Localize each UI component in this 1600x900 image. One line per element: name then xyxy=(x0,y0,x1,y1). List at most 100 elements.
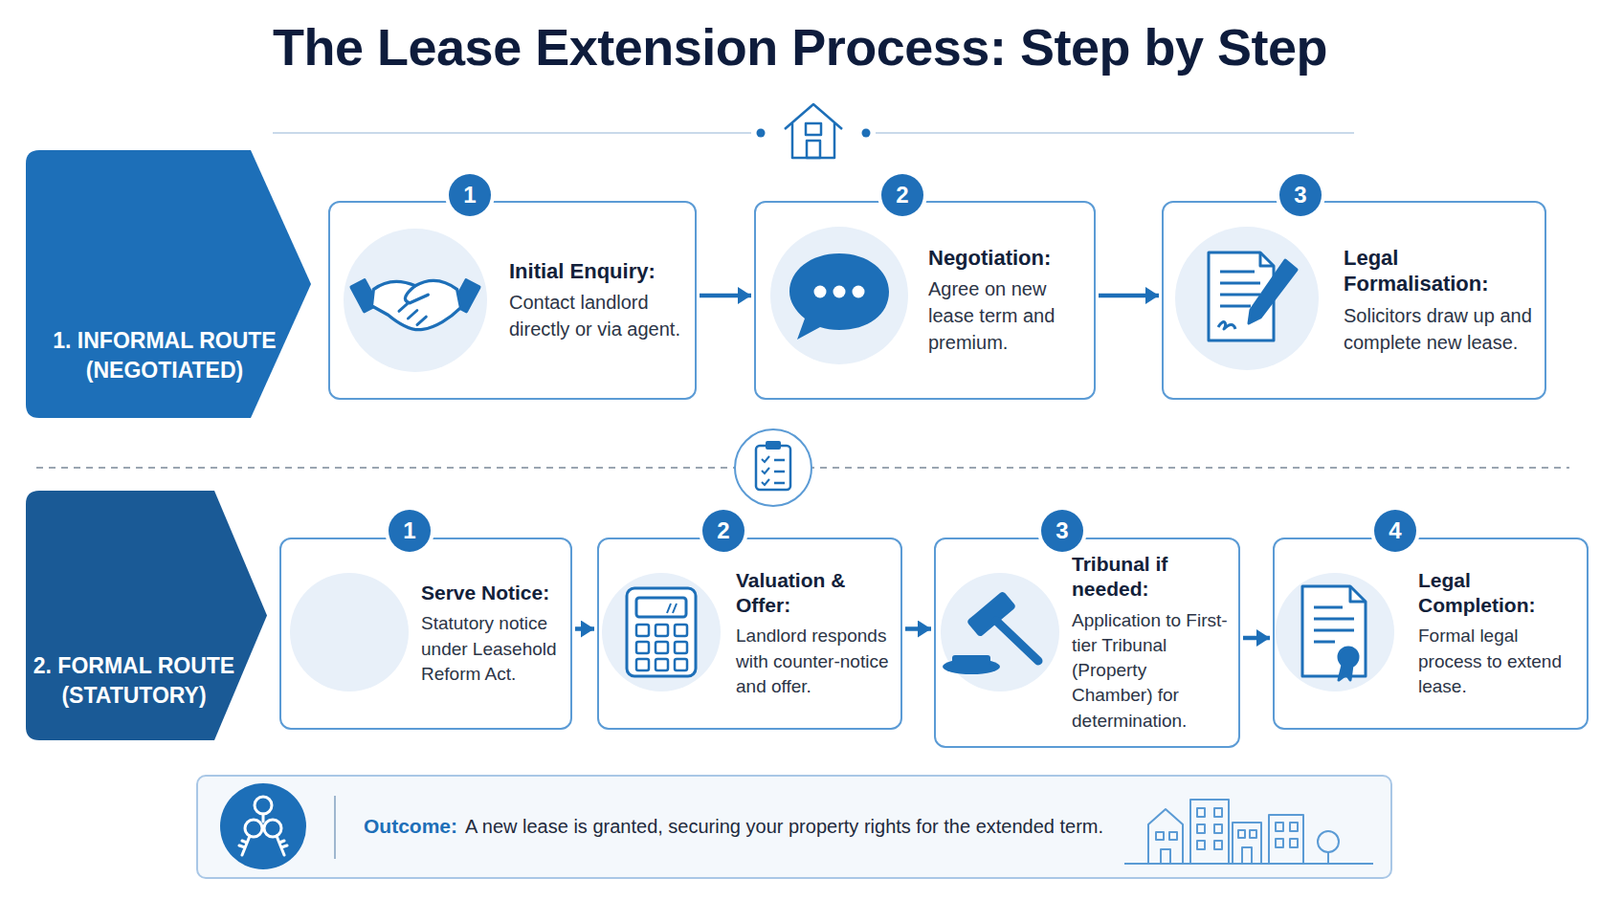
document-pen-icon-part xyxy=(1220,271,1261,307)
route-title: 2. FORMAL ROUTE (STATUTORY) xyxy=(31,651,237,712)
step-box: Valuation & Offer:Landlord responds with… xyxy=(597,537,903,731)
speech-bubble-icon xyxy=(789,253,889,340)
flow-arrow xyxy=(1243,636,1270,642)
flow-arrow xyxy=(699,293,752,299)
calculator-icon-part-part xyxy=(674,642,688,654)
calculator-icon-part xyxy=(666,603,677,614)
document-pen-icon xyxy=(1208,252,1297,341)
town-illustration-part xyxy=(1190,800,1229,865)
keys-icon-part xyxy=(264,820,282,838)
step-number: 1 xyxy=(448,174,491,217)
calculator-icon-part-part xyxy=(655,642,668,654)
outcome-text-wrap: Outcome:A new lease is granted, securing… xyxy=(363,777,1130,878)
speech-bubble-icon-part xyxy=(789,253,889,340)
town-illustration-part xyxy=(1249,830,1257,839)
route-divider-part xyxy=(774,460,785,484)
route-band: 2. FORMAL ROUTE (STATUTORY) xyxy=(25,490,267,741)
outcome-heading: Outcome: xyxy=(363,815,458,838)
route-divider-part xyxy=(734,429,812,507)
calculator-icon-part-part xyxy=(674,624,688,637)
calculator-icon-part xyxy=(626,588,696,677)
calculator-icon-part-part xyxy=(655,659,668,671)
icon-circles xyxy=(289,226,1395,692)
title-rule-part xyxy=(875,132,1355,134)
calculator-icon-part-part xyxy=(636,659,649,671)
route-divider-part xyxy=(765,441,781,450)
step-heading: Legal Completion: xyxy=(1418,568,1578,620)
step-text-inner: Serve Notice: Statutory notice under Leas… xyxy=(421,580,561,688)
town-illustration-part xyxy=(1242,847,1252,865)
certificate-icon-part xyxy=(1338,665,1353,681)
town-illustration-part xyxy=(1197,824,1205,834)
icon-circles-part xyxy=(343,228,488,373)
step-text-inner: Legal Formalisation:Solicitors draw up a… xyxy=(1343,244,1535,356)
chevron-fill xyxy=(25,490,267,741)
step-box: Legal Formalisation:Solicitors draw up a… xyxy=(1161,200,1547,400)
step-heading: Initial Enquiry: xyxy=(509,258,686,286)
document-pen-icon-part xyxy=(1260,252,1274,267)
title-rule-part xyxy=(862,129,871,138)
step-number: 4 xyxy=(1374,510,1417,553)
town-illustration-part xyxy=(1155,832,1164,841)
certificate-icon-part xyxy=(1313,607,1355,643)
step-number: 1 xyxy=(388,510,431,553)
speech-bubble-icon-part xyxy=(833,286,846,299)
calculator-icon-part xyxy=(636,598,687,618)
outcome-panel-part xyxy=(197,776,1392,879)
step-text-wrap: Initial Enquiry:Contact landlord directl… xyxy=(509,202,686,399)
step-text-wrap: Tribunal if needed:Application to First-… xyxy=(1071,539,1229,747)
route-divider-part xyxy=(755,445,791,490)
calculator-icon-part xyxy=(636,624,688,671)
step-heading: Negotiation: xyxy=(928,244,1085,272)
step-heading: Valuation & Offer: xyxy=(735,568,891,620)
step-text-wrap: Legal Completion:Formal legal process to… xyxy=(1418,539,1578,729)
flow-arrow xyxy=(1098,293,1159,299)
calculator-icon-part-part xyxy=(636,642,649,654)
house-icon-part xyxy=(784,104,843,158)
chevron-fill xyxy=(25,150,312,419)
step-number: 2 xyxy=(702,510,745,553)
step-text-inner: Valuation & Offer:Landlord responds with… xyxy=(735,568,891,700)
step-number: 3 xyxy=(1279,174,1322,217)
gavel-icon-part xyxy=(996,621,1039,662)
town-illustration-part xyxy=(1275,839,1284,848)
certificate-icon-part xyxy=(1302,586,1366,677)
house-icon xyxy=(784,104,843,158)
outcome-box: Outcome:A new lease is granted, securing… xyxy=(196,775,1393,880)
town-illustration-part xyxy=(1169,832,1178,841)
speech-bubble-icon-part xyxy=(852,286,866,299)
step-text: Statutory notice under Leasehold Reform … xyxy=(421,611,561,688)
route-divider xyxy=(36,429,1570,507)
step-text: Solicitors draw up and complete new leas… xyxy=(1343,303,1535,356)
town-illustration-part xyxy=(1317,831,1339,853)
icon-circles-part xyxy=(1275,573,1395,692)
calculator-icon xyxy=(626,588,696,677)
step-text: Landlord responds with counter-notice an… xyxy=(735,623,891,700)
keys-icon xyxy=(220,783,307,870)
town-illustration-part xyxy=(1197,808,1205,818)
town-illustration-part xyxy=(1268,815,1304,865)
step-text-inner: Legal Completion:Formal legal process to… xyxy=(1418,568,1578,700)
step-box: Initial Enquiry:Contact landlord directl… xyxy=(328,200,697,400)
certificate-icon-part xyxy=(1338,647,1358,667)
town-illustration-part xyxy=(1214,808,1223,818)
step-box: Tribunal if needed:Application to First-… xyxy=(933,537,1241,749)
document-pen-icon-part xyxy=(1248,260,1297,324)
icon-circles-part xyxy=(940,573,1060,692)
icon-circles-part xyxy=(601,573,721,692)
step-text-wrap: Valuation & Offer:Landlord responds with… xyxy=(735,539,891,729)
icon-circles-part xyxy=(289,573,409,692)
calculator-icon-part-part xyxy=(636,624,649,637)
town-illustration-part xyxy=(1148,809,1183,865)
route-band: 1. INFORMAL ROUTE (NEGOTIATED) xyxy=(25,150,312,419)
step-text: Formal legal process to extend lease. xyxy=(1418,623,1578,700)
step-heading: Tribunal if needed: xyxy=(1071,552,1229,603)
step-text-inner: Initial Enquiry:Contact landlord directl… xyxy=(509,258,686,344)
step-number: 3 xyxy=(1041,510,1084,553)
step-heading: Serve Notice: xyxy=(421,580,561,606)
flow-arrow xyxy=(905,626,932,632)
route-title: 1. INFORMAL ROUTE (NEGOTIATED) xyxy=(39,326,290,386)
step-text: Agree on new lease term and premium. xyxy=(928,276,1085,356)
flow-arrow xyxy=(575,626,595,632)
handshake-icon xyxy=(349,278,482,331)
